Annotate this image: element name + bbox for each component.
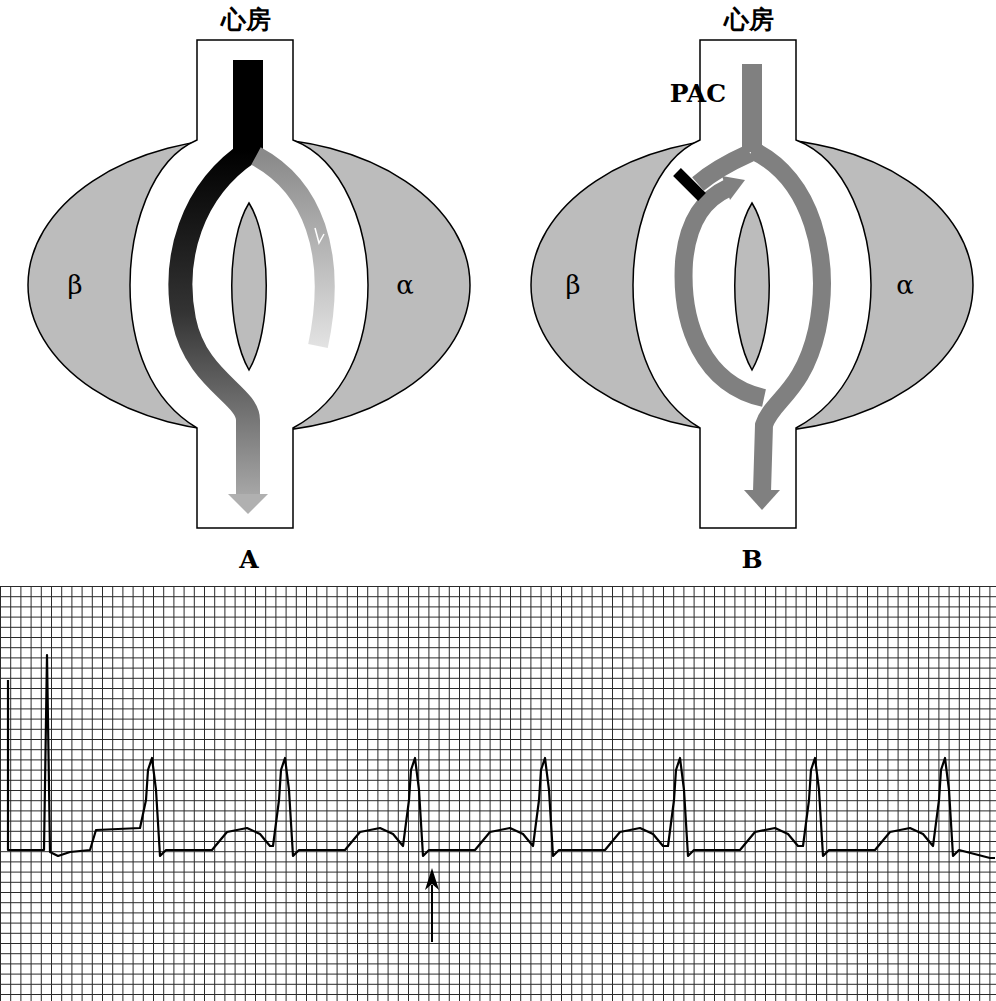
pathway-label: α <box>396 272 414 298</box>
atrium-label: 心房 <box>221 7 271 32</box>
pointer-arrow <box>431 885 433 942</box>
pathway-label: α <box>896 272 914 298</box>
ecg-strip <box>0 586 996 1001</box>
pointer-arrowhead <box>425 868 439 890</box>
av-node-region: βα <box>531 138 973 432</box>
av-node-region: βα <box>28 138 470 432</box>
pac-label: PAC <box>670 81 726 106</box>
av-node-diagram-b <box>531 40 973 528</box>
atrium-label: 心房 <box>724 7 774 32</box>
pathway-label: β <box>67 272 82 298</box>
panel-letter: B <box>741 547 762 572</box>
pathway-label: β <box>565 272 580 298</box>
av-node-diagram-a <box>28 40 470 528</box>
ecg-grid <box>0 586 996 1001</box>
panel-letter: A <box>239 547 258 572</box>
ecg-trace <box>8 655 995 858</box>
